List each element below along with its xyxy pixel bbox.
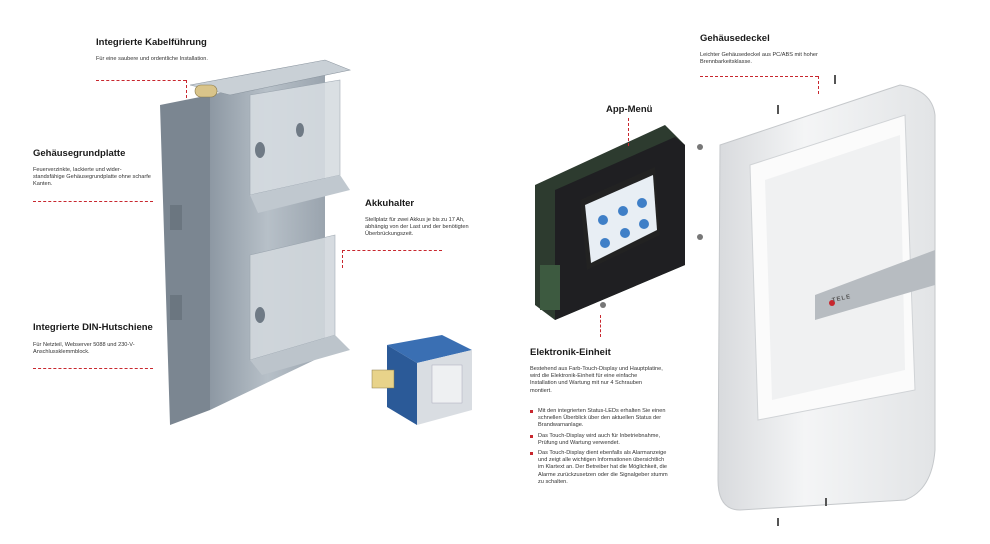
callout-kabel-desc: Für eine saubere und ordentliche Install… — [96, 56, 208, 62]
callout-deckel-line — [700, 76, 818, 77]
callout-din-line — [33, 368, 153, 369]
callout-app-vline — [628, 118, 629, 146]
callout-akku-line — [342, 250, 442, 251]
callout-akku-vline — [342, 250, 343, 268]
callout-kabel-line — [96, 80, 186, 81]
base-plate-illustration — [160, 59, 352, 425]
callout-grundplatte-line — [33, 201, 153, 202]
callout-app-title: App-Menü — [606, 104, 653, 115]
callout-elektronik-title: Elektronik-Einheit — [530, 347, 611, 358]
electronics-unit-illustration — [535, 125, 703, 320]
callout-deckel-desc: Leichter Gehäusedeckel aus PC/ABS mit ho… — [700, 52, 818, 66]
callout-akku-title: Akkuhalter — [365, 198, 415, 209]
bullet-item: Das Touch-Display wird auch für Inbetrie… — [530, 433, 668, 447]
callout-elektronik-desc: Bestehend aus Farb-Touch-Display und Hau… — [530, 366, 663, 394]
callout-kabel-vline — [186, 80, 187, 98]
callout-elektronik-vline — [600, 315, 601, 337]
callout-deckel-vline — [818, 76, 819, 94]
callout-grundplatte-title: Gehäusegrundplatte — [33, 148, 126, 159]
bullet-item: Das Touch-Display dient ebenfalls als Al… — [530, 450, 668, 486]
callout-elektronik-bullets: Mit den integrierten Status-LEDs erhalte… — [530, 408, 668, 489]
callout-kabel-title: Integrierte Kabelführung — [96, 37, 207, 48]
callout-din-title: Integrierte DIN-Hutschiene — [33, 322, 153, 333]
cover-illustration — [717, 75, 936, 526]
callout-din-desc: Für Netzteil, Webserver 5088 und 230-V-A… — [33, 342, 135, 356]
power-supply-illustration — [371, 335, 472, 425]
bullet-item: Mit den integrierten Status-LEDs erhalte… — [530, 408, 668, 430]
callout-grundplatte-desc: Feuerverzinkte, lackierte und wider-stan… — [33, 167, 151, 188]
callout-akku-desc: Stellplatz für zwei Akkus je bis zu 17 A… — [365, 217, 469, 238]
callout-deckel-title: Gehäusedeckel — [700, 33, 770, 44]
